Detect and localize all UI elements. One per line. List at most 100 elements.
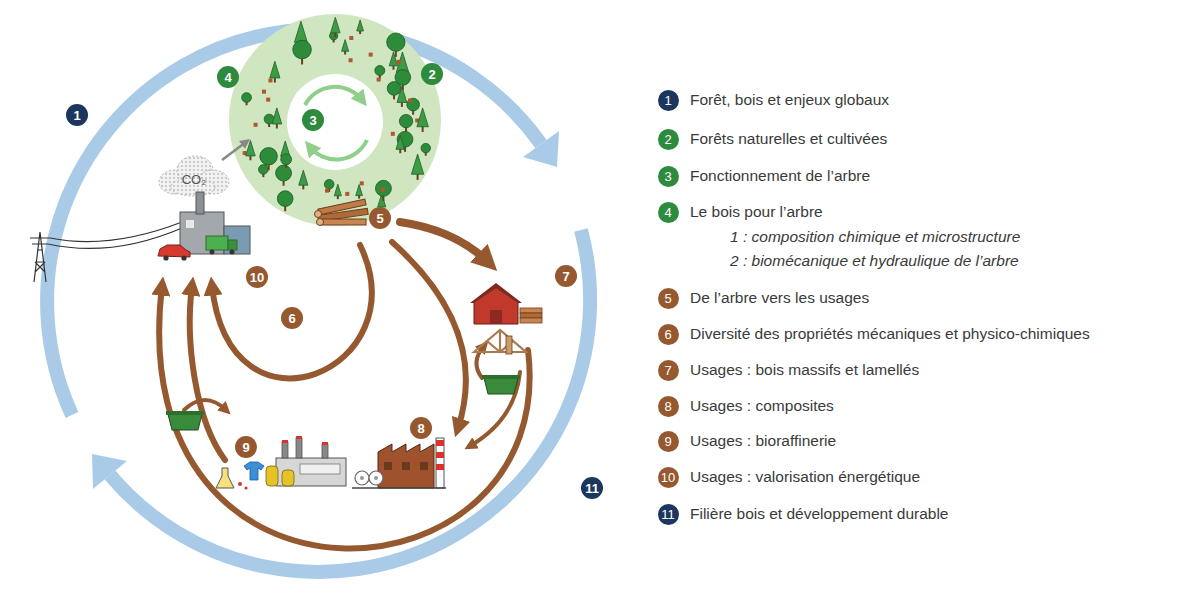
legend-swatch: 8 — [658, 396, 679, 417]
broadleaf-tree — [387, 33, 405, 51]
legend-swatch: 1 — [658, 90, 679, 111]
stump — [262, 90, 266, 94]
legend-label: Forêt, bois et enjeux globaux — [690, 91, 889, 108]
callout-number: 9 — [235, 436, 257, 458]
broadleaf-tree — [399, 114, 412, 127]
callout-text: 2 — [428, 68, 435, 81]
legend-number: 3 — [664, 170, 671, 183]
callout-text: 10 — [250, 271, 264, 284]
global-cycle-ring — [47, 29, 590, 572]
broadleaf-tree — [259, 165, 269, 175]
callout-text: 4 — [224, 71, 231, 84]
callout-text: 11 — [585, 482, 599, 495]
stump — [349, 58, 353, 62]
legend-subitem: 1 : composition chimique et microstructu… — [730, 228, 1020, 247]
callout-number: 11 — [581, 477, 603, 499]
legend-label: Fonctionnement de l’arbre — [690, 167, 870, 184]
legend-text: Filière bois et développement durable — [690, 505, 949, 524]
conifer — [294, 21, 307, 42]
legend-label: Usages : bioraffinerie — [690, 432, 836, 449]
callout-text: 8 — [417, 422, 424, 435]
legend-swatch: 6 — [658, 324, 679, 345]
callout-number: 3 — [302, 109, 324, 131]
callout-number: 1 — [66, 104, 88, 126]
callout-text: 9 — [242, 441, 249, 454]
stump — [377, 78, 381, 82]
legend-number: 2 — [664, 133, 671, 146]
legend-number: 11 — [661, 508, 675, 521]
legend-number: 8 — [664, 400, 671, 413]
legend-label: Forêts naturelles et cultivées — [690, 130, 887, 147]
legend-subitem-text: 2 : biomécanique et hydraulique de l’arb… — [730, 252, 1019, 269]
legend-number: 7 — [664, 364, 671, 377]
energy-plant — [158, 192, 250, 261]
legend-swatch: 11 — [658, 504, 679, 525]
legend-text: Usages : valorisation énergétique — [690, 468, 920, 487]
ring-arrowhead — [523, 131, 559, 167]
legend-number: 10 — [661, 471, 675, 484]
legend-number: 5 — [664, 292, 671, 305]
usage-flows — [159, 222, 529, 548]
broadleaf-tree — [375, 180, 391, 196]
legend-label: Usages : valorisation énergétique — [690, 468, 920, 485]
stump — [369, 53, 373, 57]
legend-swatch: 5 — [658, 288, 679, 309]
stump — [266, 98, 270, 102]
ring-arrowhead — [92, 454, 127, 489]
conifer — [342, 40, 349, 52]
conifer — [246, 140, 255, 156]
callout-number: 8 — [410, 417, 432, 439]
legend-swatch: 3 — [658, 166, 679, 187]
composite-factory — [352, 438, 446, 488]
callout-text: 1 — [73, 109, 80, 122]
legend-label: Le bois pour l’arbre — [690, 203, 823, 220]
conifer — [357, 20, 364, 31]
broadleaf-tree — [281, 154, 292, 165]
stump — [325, 189, 329, 193]
broadleaf-tree — [242, 93, 252, 103]
callout-text: 7 — [562, 270, 569, 283]
callout-number: 10 — [246, 266, 268, 288]
legend-number: 6 — [664, 328, 671, 341]
conifer — [270, 61, 280, 78]
legend-swatch: 7 — [658, 360, 679, 381]
co2-label: CO₂ — [182, 173, 207, 186]
stump — [397, 60, 401, 64]
legend-label: Filière bois et développement durable — [690, 505, 949, 522]
broadleaf-tree — [375, 66, 385, 76]
legend-number: 9 — [664, 435, 671, 448]
co2-text: CO₂ — [182, 172, 207, 187]
broadleaf-tree — [395, 70, 411, 86]
stump — [381, 188, 385, 192]
tree-cycle-arrows — [305, 87, 367, 160]
callout-number: 6 — [281, 307, 303, 329]
callout-text: 6 — [288, 312, 295, 325]
conifer — [331, 17, 341, 33]
legend-swatch: 4 — [658, 202, 679, 223]
co2-arrow — [222, 142, 246, 160]
legend-text: Usages : bioraffinerie — [690, 432, 836, 451]
broadleaf-tree — [293, 40, 312, 59]
legend-swatch: 2 — [658, 129, 679, 150]
conifer — [411, 154, 423, 174]
legend-subitem-text: 1 : composition chimique et microstructu… — [730, 228, 1020, 245]
callout-number: 4 — [217, 66, 239, 88]
broadleaf-tree — [324, 179, 334, 189]
stump — [268, 78, 272, 82]
callout-text: 5 — [376, 212, 383, 225]
legend-text: Diversité des propriétés mécaniques et p… — [690, 325, 1090, 344]
legend-text: Le bois pour l’arbre — [690, 203, 823, 222]
callout-number: 7 — [555, 265, 577, 287]
broadleaf-tree — [277, 191, 293, 207]
legend-text: Usages : bois massifs et lamellés — [690, 361, 919, 380]
conifer — [272, 108, 282, 124]
stump — [349, 36, 353, 40]
stump — [345, 192, 349, 196]
legend-text: Forêt, bois et enjeux globaux — [690, 91, 889, 110]
legend-label: Usages : composites — [690, 397, 834, 414]
forest-trees — [242, 17, 431, 211]
broadleaf-tree — [276, 165, 292, 181]
